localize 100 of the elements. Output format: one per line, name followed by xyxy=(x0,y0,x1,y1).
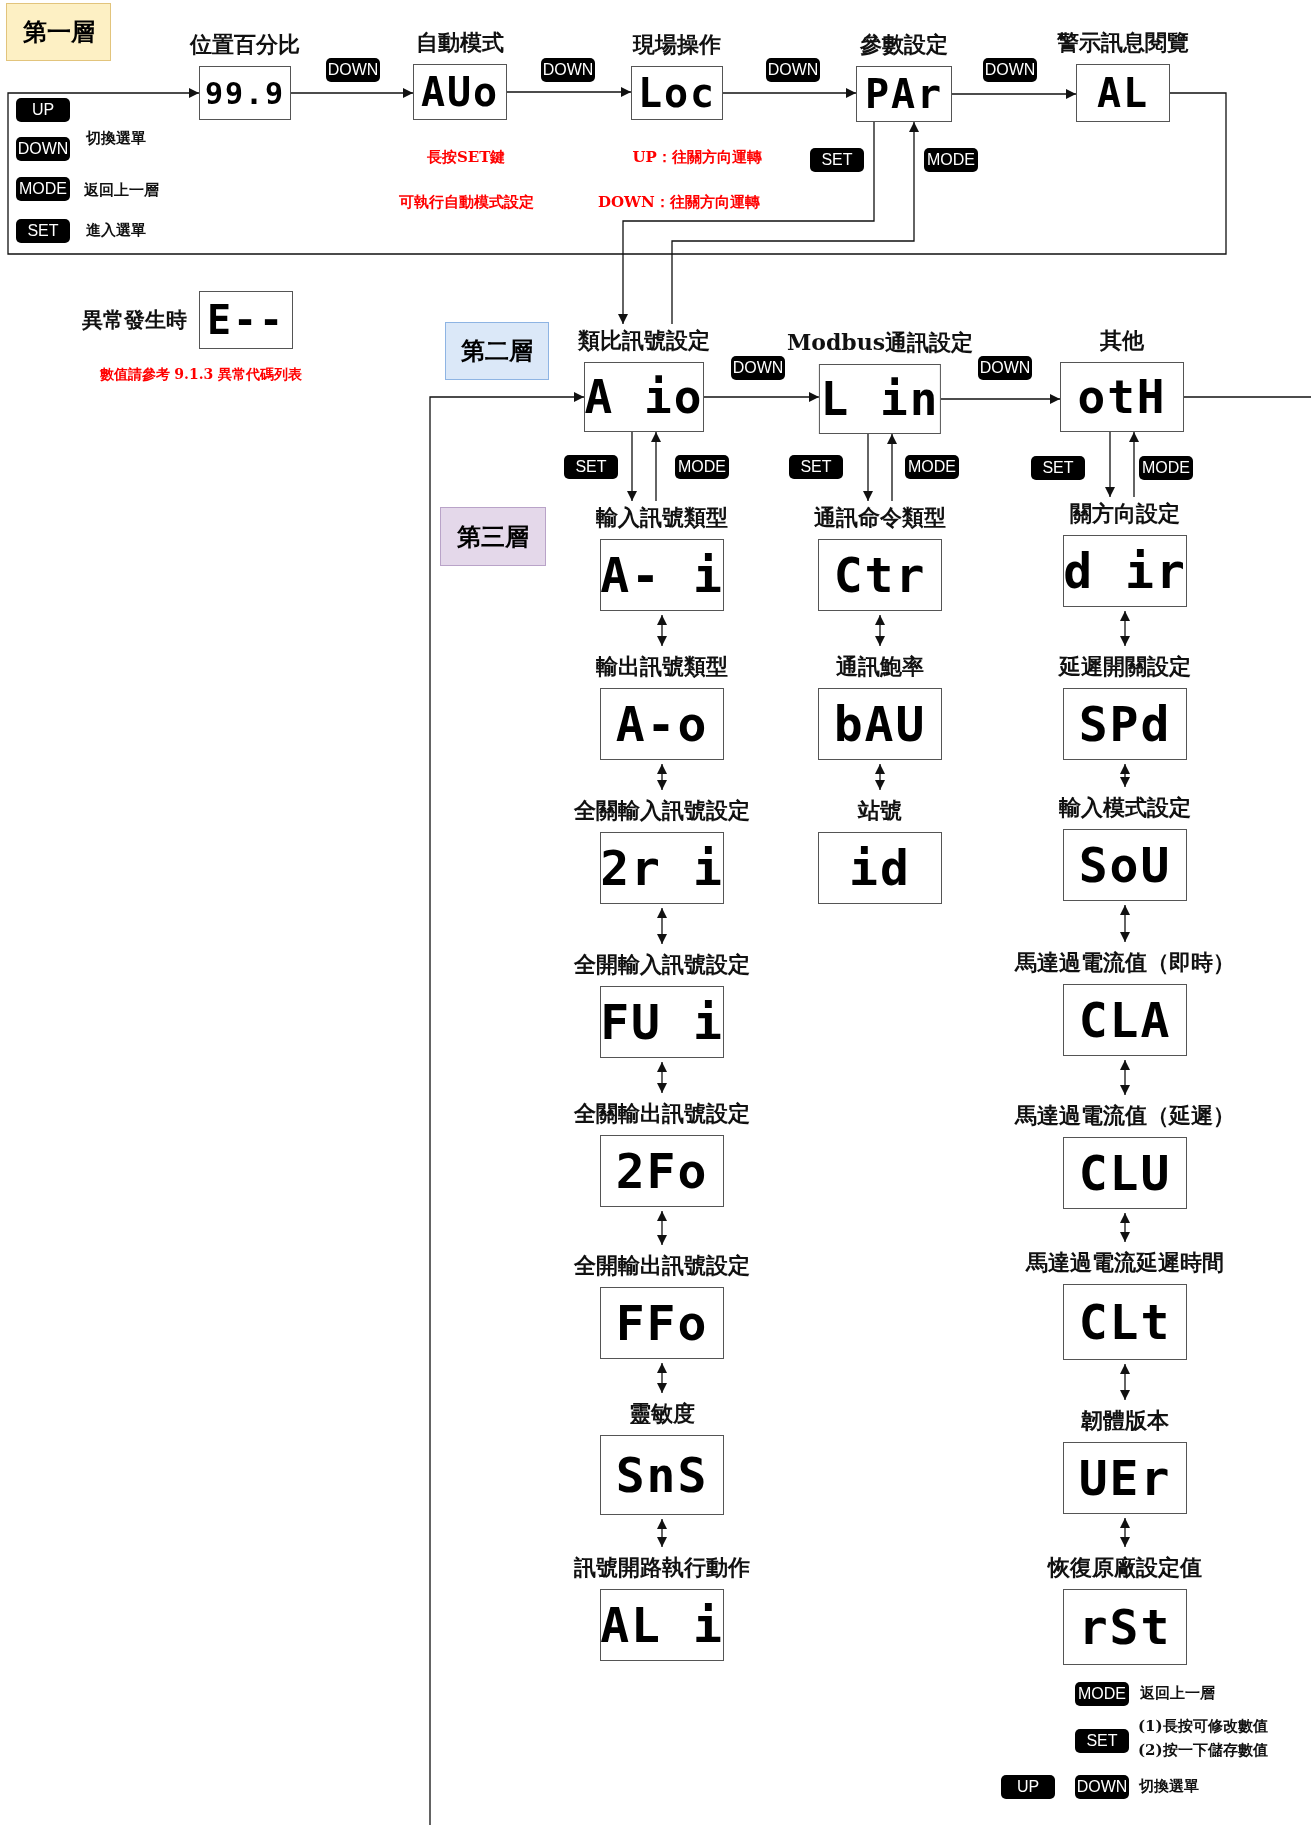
lcd-display: bAU xyxy=(818,688,942,760)
key-badge: SET xyxy=(564,455,618,479)
arrow xyxy=(7,88,1227,255)
lcd-display: AL xyxy=(1076,64,1170,122)
key-badge: SET xyxy=(810,148,864,172)
arrow xyxy=(1105,431,1115,498)
menu-heading: 馬達過電流值（即時） xyxy=(1015,948,1235,977)
menu-heading: 訊號開路執行動作 xyxy=(574,1553,750,1582)
key-badge: UP xyxy=(1001,1775,1055,1799)
level-tag: 第一層 xyxy=(6,3,111,61)
arrow xyxy=(290,88,414,98)
key-badge: SET xyxy=(1075,1729,1129,1753)
note-text: 返回上一層 xyxy=(1140,1684,1215,1703)
menu-heading: 參數設定 xyxy=(860,30,948,59)
lcd-display: d ir xyxy=(1063,535,1187,607)
double-arrow xyxy=(875,763,885,791)
hint-text: 長按SET鍵 xyxy=(427,148,506,167)
arrow xyxy=(703,392,820,402)
key-badge: MODE xyxy=(924,148,978,172)
hint-text: UP：往關方向運轉 xyxy=(632,148,762,167)
menu-heading: 現場操作 xyxy=(633,30,721,59)
lcd-display: 2Fo xyxy=(600,1135,724,1207)
menu-heading: 其他 xyxy=(1100,326,1144,355)
menu-heading: 自動模式 xyxy=(416,28,504,57)
double-arrow xyxy=(657,1362,667,1394)
arrow xyxy=(887,433,897,502)
lcd-display: FFo xyxy=(600,1287,724,1359)
arrow xyxy=(863,433,873,502)
lcd-display: id xyxy=(818,832,942,904)
lcd-display: AUo xyxy=(413,64,507,120)
arrow xyxy=(627,431,637,502)
double-arrow xyxy=(1120,610,1130,647)
key-badge: MODE xyxy=(675,455,729,479)
lcd-display: L in xyxy=(819,364,941,434)
key-badge: DOWN xyxy=(16,137,70,161)
double-arrow xyxy=(1120,904,1130,943)
menu-heading: 輸入訊號類型 xyxy=(596,503,728,532)
lcd-display: SPd xyxy=(1063,688,1187,760)
menu-heading: Modbus通訊設定 xyxy=(786,328,974,357)
double-arrow xyxy=(1120,1517,1130,1548)
menu-heading: 全開輸出訊號設定 xyxy=(574,1251,750,1280)
key-badge: DOWN xyxy=(1075,1775,1129,1799)
double-arrow xyxy=(657,1061,667,1094)
note-text: 進入選單 xyxy=(86,221,146,240)
key-badge: DOWN xyxy=(983,58,1037,82)
lcd-display: CLU xyxy=(1063,1137,1187,1209)
lcd-display: otH xyxy=(1060,362,1184,432)
key-badge: DOWN xyxy=(326,58,380,82)
menu-heading: 警示訊息閱覽 xyxy=(1057,28,1189,57)
menu-heading: 全關輸入訊號設定 xyxy=(574,796,750,825)
menu-heading: 馬達過電流值（延遲） xyxy=(1015,1101,1235,1130)
menu-heading: 延遲開關設定 xyxy=(1059,652,1191,681)
lcd-display: rSt xyxy=(1063,1589,1187,1665)
menu-heading: 異常發生時 xyxy=(82,306,187,334)
level-tag: 第三層 xyxy=(440,507,546,566)
menu-heading: 位置百分比 xyxy=(190,30,300,59)
menu-heading: 馬達過電流延遲時間 xyxy=(1026,1248,1224,1277)
lcd-display: 99.9 xyxy=(199,66,291,120)
arrow xyxy=(722,88,857,98)
hint-text: DOWN：往關方向運轉 xyxy=(598,193,760,212)
double-arrow xyxy=(657,1518,667,1548)
lcd-display: FU i xyxy=(600,986,724,1058)
menu-heading: 全關輸出訊號設定 xyxy=(574,1099,750,1128)
arrow xyxy=(618,121,875,325)
connector-line xyxy=(1183,396,1312,398)
menu-heading: 通訊鮑率 xyxy=(836,652,924,681)
menu-heading: 輸出訊號類型 xyxy=(596,652,728,681)
lcd-display: AL i xyxy=(600,1589,724,1661)
arrow xyxy=(951,89,1077,99)
note-text: (1)長按可修改數值 xyxy=(1138,1717,1268,1736)
double-arrow xyxy=(1120,1059,1130,1096)
lcd-display: CLA xyxy=(1063,984,1187,1056)
lcd-display: E-- xyxy=(199,291,293,349)
double-arrow xyxy=(657,907,667,945)
double-arrow xyxy=(657,763,667,791)
lcd-display: A io xyxy=(584,362,704,432)
lcd-display: SnS xyxy=(600,1435,724,1515)
key-badge: DOWN xyxy=(541,58,595,82)
arrow xyxy=(940,394,1061,404)
key-badge: SET xyxy=(789,455,843,479)
arrow xyxy=(506,87,632,97)
menu-heading: 輸入模式設定 xyxy=(1059,793,1191,822)
double-arrow xyxy=(875,614,885,647)
key-badge: DOWN xyxy=(731,356,785,380)
note-text: 切換選單 xyxy=(1139,1777,1199,1796)
lcd-display: Ctr xyxy=(818,539,942,611)
lcd-display: SoU xyxy=(1063,829,1187,901)
key-badge: DOWN xyxy=(978,356,1032,380)
note-text: (2)按一下儲存數值 xyxy=(1138,1741,1268,1760)
lcd-display: UEr xyxy=(1063,1442,1187,1514)
lcd-display: PAr xyxy=(856,66,952,122)
lcd-display: Loc xyxy=(631,66,723,120)
lcd-display: 2r i xyxy=(600,832,724,904)
lcd-display: A- i xyxy=(600,539,724,611)
key-badge: MODE xyxy=(16,177,70,201)
key-badge: MODE xyxy=(905,455,959,479)
double-arrow xyxy=(1120,1363,1130,1401)
lcd-display: A-o xyxy=(600,688,724,760)
level-tag: 第二層 xyxy=(445,322,549,380)
menu-heading: 關方向設定 xyxy=(1070,499,1180,528)
